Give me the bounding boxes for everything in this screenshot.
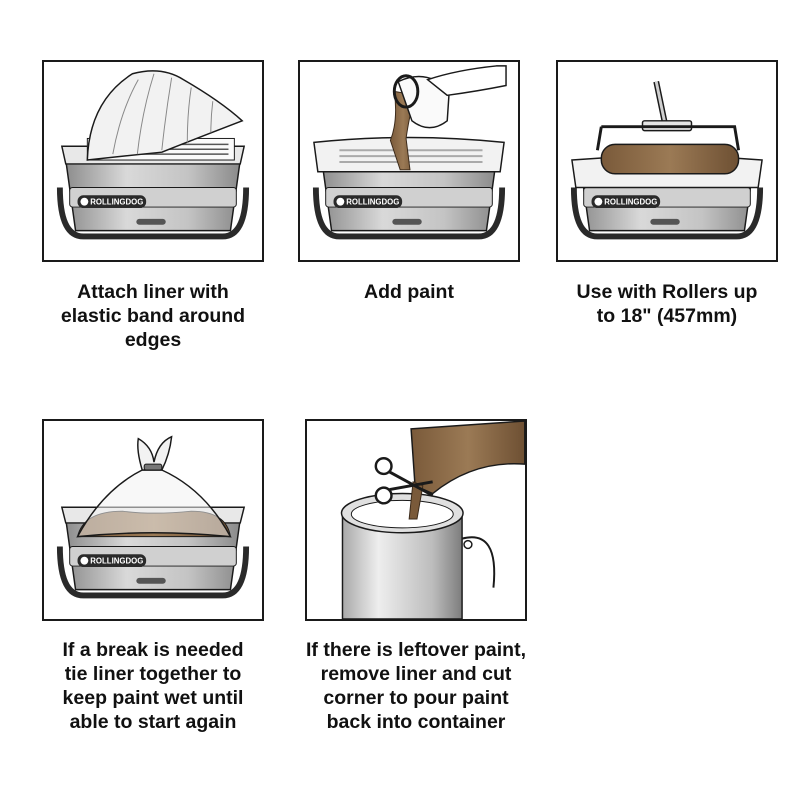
step-3-caption: Use with Rollers up to 18" (457mm) bbox=[576, 281, 758, 327]
step-5-caption: If there is leftover paint, remove liner… bbox=[306, 639, 526, 733]
roller-icon: ROLLINGDOG bbox=[570, 81, 764, 240]
brand-logo: ROLLINGDOG bbox=[346, 198, 399, 207]
step-4-caption: If a break is needed tie liner together … bbox=[62, 639, 244, 733]
step-2-panel: ROLLINGDOG bbox=[298, 60, 520, 262]
cut-pour-icon bbox=[340, 421, 525, 619]
brand-logo: ROLLINGDOG bbox=[90, 557, 143, 566]
step-1-caption: Attach liner with elastic band around ed… bbox=[60, 281, 246, 351]
step-2-caption: Add paint bbox=[364, 281, 454, 303]
brand-logo: ROLLINGDOG bbox=[604, 198, 657, 207]
step-5-panel bbox=[305, 419, 527, 621]
brand-logo: ROLLINGDOG bbox=[90, 198, 143, 207]
step-3-panel: ROLLINGDOG bbox=[556, 60, 778, 262]
pour-paint-icon: ROLLINGDOG bbox=[312, 65, 507, 240]
liner-attach-icon: ROLLINGDOG bbox=[56, 70, 250, 240]
step-4-panel: ROLLINGDOG bbox=[42, 419, 264, 621]
step-1-panel: ROLLINGDOG bbox=[42, 60, 264, 262]
tied-liner-icon: ROLLINGDOG bbox=[56, 435, 250, 599]
